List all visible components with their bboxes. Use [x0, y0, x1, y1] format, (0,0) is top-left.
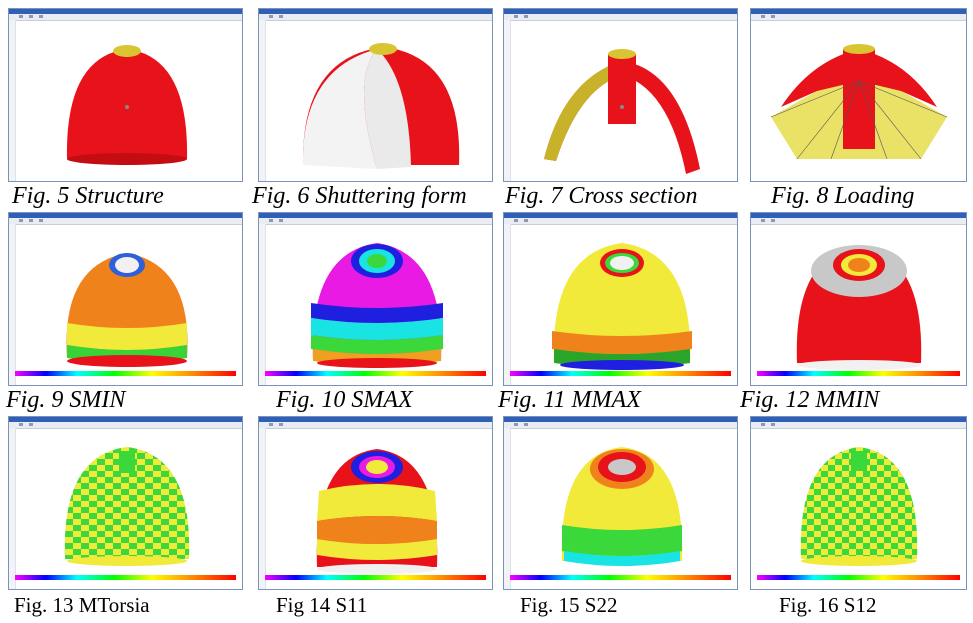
screenshot-mmax	[503, 212, 738, 386]
window-titlebar	[9, 417, 242, 422]
contour-legend	[510, 575, 731, 580]
contour-legend	[757, 575, 960, 580]
caption-fig16: Fig. 16 S12	[779, 593, 877, 617]
contour-legend	[265, 371, 486, 376]
window-toolbar	[259, 14, 492, 21]
window-toolbar	[259, 218, 492, 225]
contour-legend	[265, 575, 486, 580]
window-titlebar	[751, 213, 966, 218]
window-titlebar	[259, 213, 492, 218]
dome-cross-section-render	[544, 49, 700, 174]
s12-contour-render	[800, 447, 918, 566]
caption-fig9: Fig. 9 SMIN	[6, 387, 126, 413]
window-titlebar	[751, 417, 966, 422]
window-titlebar	[9, 213, 242, 218]
s22-contour-render	[561, 447, 683, 566]
screenshot-smin	[8, 212, 243, 386]
screenshot-s12	[750, 416, 967, 590]
window-titlebar	[259, 417, 492, 422]
window-titlebar	[9, 9, 242, 14]
caption-fig10: Fig. 10 SMAX	[276, 387, 413, 413]
contour-legend	[15, 575, 236, 580]
dome-shuttering-render	[302, 43, 460, 169]
contour-legend	[757, 371, 960, 376]
window-toolbar	[9, 218, 242, 225]
window-toolbar	[504, 14, 737, 21]
window-sidebar	[504, 224, 511, 385]
window-titlebar	[504, 417, 737, 422]
window-sidebar	[504, 428, 511, 589]
caption-fig15: Fig. 15 S22	[520, 593, 618, 617]
screenshot-s11	[258, 416, 493, 590]
dome-structure-render	[66, 45, 188, 165]
mmin-contour-render	[796, 245, 922, 370]
window-toolbar	[751, 218, 966, 225]
caption-fig6: Fig. 6 Shuttering form	[252, 183, 467, 209]
caption-fig8: Fig. 8 Loading	[771, 183, 915, 209]
caption-fig13: Fig. 13 MTorsia	[14, 593, 150, 617]
screenshot-loading	[750, 8, 967, 182]
s11-contour-render	[316, 449, 438, 574]
caption-fig12: Fig. 12 MMIN	[740, 387, 880, 413]
contour-legend	[510, 371, 731, 376]
caption-fig7: Fig. 7 Cross section	[505, 183, 698, 209]
window-toolbar	[751, 14, 966, 21]
window-toolbar	[9, 422, 242, 429]
mtorsia-contour-render	[64, 447, 190, 566]
window-titlebar	[259, 9, 492, 14]
window-toolbar	[259, 422, 492, 429]
screenshot-mmin	[750, 212, 967, 386]
caption-fig14: Fig 14 S11	[276, 593, 368, 617]
window-sidebar	[259, 224, 266, 385]
smin-contour-render	[66, 253, 188, 367]
caption-fig5: Fig. 5 Structure	[12, 183, 164, 209]
screenshot-s22	[503, 416, 738, 590]
screenshot-mtorsia	[8, 416, 243, 590]
window-sidebar	[259, 20, 266, 181]
window-sidebar	[504, 20, 511, 181]
screenshot-shuttering-form	[258, 8, 493, 182]
screenshot-cross-section	[503, 8, 738, 182]
contour-legend	[15, 371, 236, 376]
window-toolbar	[9, 14, 242, 21]
window-titlebar	[504, 9, 737, 14]
smax-contour-render	[311, 243, 443, 368]
screenshot-structure	[8, 8, 243, 182]
window-toolbar	[751, 422, 966, 429]
mmax-contour-render	[552, 243, 692, 370]
window-toolbar	[504, 422, 737, 429]
window-sidebar	[9, 428, 16, 589]
window-sidebar	[9, 224, 16, 385]
screenshot-smax	[258, 212, 493, 386]
window-titlebar	[504, 213, 737, 218]
window-sidebar	[259, 428, 266, 589]
dome-loading-render	[770, 44, 948, 160]
window-toolbar	[504, 218, 737, 225]
window-titlebar	[751, 9, 966, 14]
caption-fig11: Fig. 11 MMAX	[498, 387, 641, 413]
window-sidebar	[9, 20, 16, 181]
